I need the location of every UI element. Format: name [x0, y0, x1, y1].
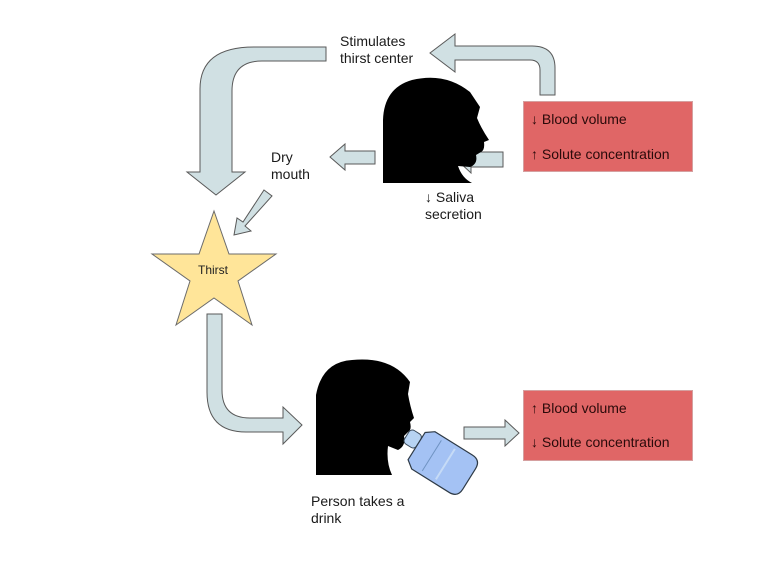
top-box-blood-volume: ↓ Blood volume [531, 111, 627, 127]
dry-mouth-line-1: Dry [271, 149, 293, 165]
arrow-thirst-center-to-star [185, 46, 327, 196]
arrow-star-to-drink [206, 313, 303, 446]
arrow-head-to-dry-mouth [329, 142, 376, 172]
arrow-dry-mouth-to-star [233, 189, 273, 236]
drink-line-2: drink [311, 510, 342, 526]
saliva-line-2: secretion [425, 206, 482, 222]
top-box-solute-concentration: ↑ Solute concentration [531, 146, 670, 162]
saliva-secretion-label: ↓ Saliva secretion [425, 189, 482, 223]
bottom-condition-box: ↑ Blood volume ↓ Solute concentration [523, 390, 693, 461]
stimulates-line-1: Stimulates [340, 33, 406, 49]
saliva-line-1: ↓ Saliva [425, 189, 475, 205]
bottom-box-blood-volume: ↑ Blood volume [531, 400, 627, 416]
arrow-drink-to-box [463, 418, 520, 448]
head-silhouette-top [383, 77, 489, 183]
bottom-box-solute-concentration: ↓ Solute concentration [531, 434, 670, 450]
dry-mouth-line-2: mouth [271, 166, 310, 182]
stimulates-line-2: thirst center [340, 50, 414, 66]
water-bottle-icon [403, 429, 479, 495]
stimulates-thirst-center-label: Stimulates thirst center [340, 33, 413, 67]
person-takes-drink-label: Person takes a drink [311, 493, 404, 527]
thirst-label: Thirst [198, 263, 228, 277]
drink-line-1: Person takes a [311, 493, 405, 509]
dry-mouth-label: Dry mouth [271, 149, 310, 183]
arrow-box-to-thirst-center [429, 32, 556, 96]
head-silhouette-bottom [316, 359, 414, 475]
top-condition-box: ↓ Blood volume ↑ Solute concentration [523, 101, 693, 172]
thirst-star [150, 209, 278, 327]
